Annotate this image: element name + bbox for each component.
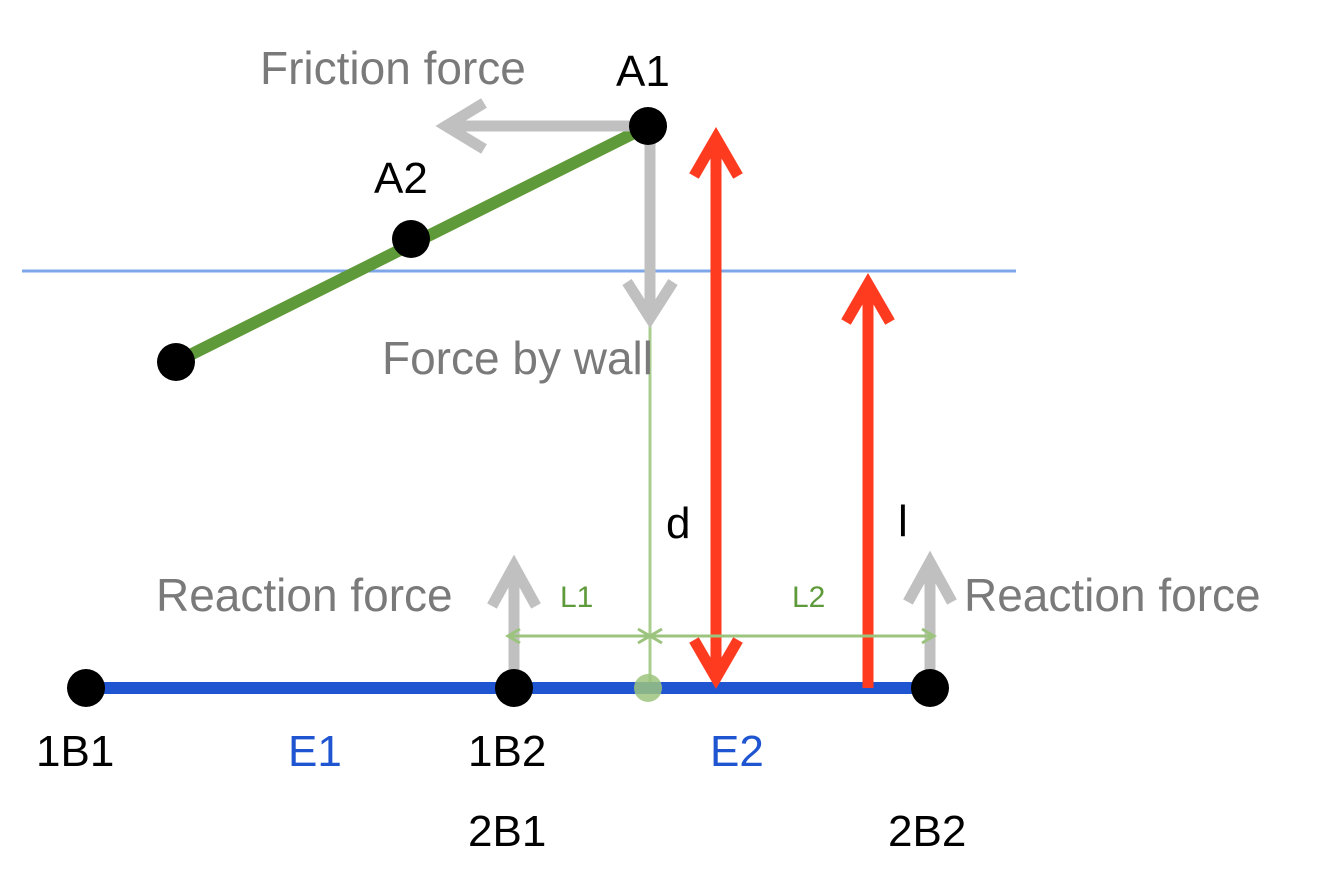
l1-dimension xyxy=(505,627,653,645)
node-1b1-label: 1B1 xyxy=(36,727,114,776)
center-point-marker xyxy=(634,674,662,702)
reaction-force-left-arrow xyxy=(487,554,541,688)
l2-dimension xyxy=(647,627,937,645)
l2-label: L2 xyxy=(792,581,825,614)
node-2b1-label: 2B1 xyxy=(468,807,546,856)
node-1b1 xyxy=(67,669,105,707)
d-label: d xyxy=(666,499,690,548)
reaction-force-right-arrow xyxy=(903,550,957,688)
friction-force-label: Friction force xyxy=(260,42,526,94)
wall-force-arrow xyxy=(622,126,678,329)
a1-label: A1 xyxy=(616,47,670,96)
node-2b2-label: 2B2 xyxy=(888,807,966,856)
node-a2 xyxy=(392,220,430,258)
force-by-wall-label: Force by wall xyxy=(382,332,653,384)
l-label: l xyxy=(898,497,908,546)
l1-label: L1 xyxy=(560,581,593,614)
l-arrow xyxy=(841,273,895,688)
friction-force-arrow xyxy=(435,98,648,154)
node-bar-end xyxy=(157,343,195,381)
node-1b2-label: 1B2 xyxy=(468,727,546,776)
reaction-force-left-label: Reaction force xyxy=(156,569,453,621)
a2-label: A2 xyxy=(374,154,428,203)
element-e2-label: E2 xyxy=(710,727,764,776)
d-double-arrow xyxy=(689,127,743,689)
reaction-force-right-label: Reaction force xyxy=(964,569,1261,621)
node-2b2 xyxy=(911,669,949,707)
element-e1-label: E1 xyxy=(288,727,342,776)
node-1b2 xyxy=(495,669,533,707)
node-a1 xyxy=(629,107,667,145)
